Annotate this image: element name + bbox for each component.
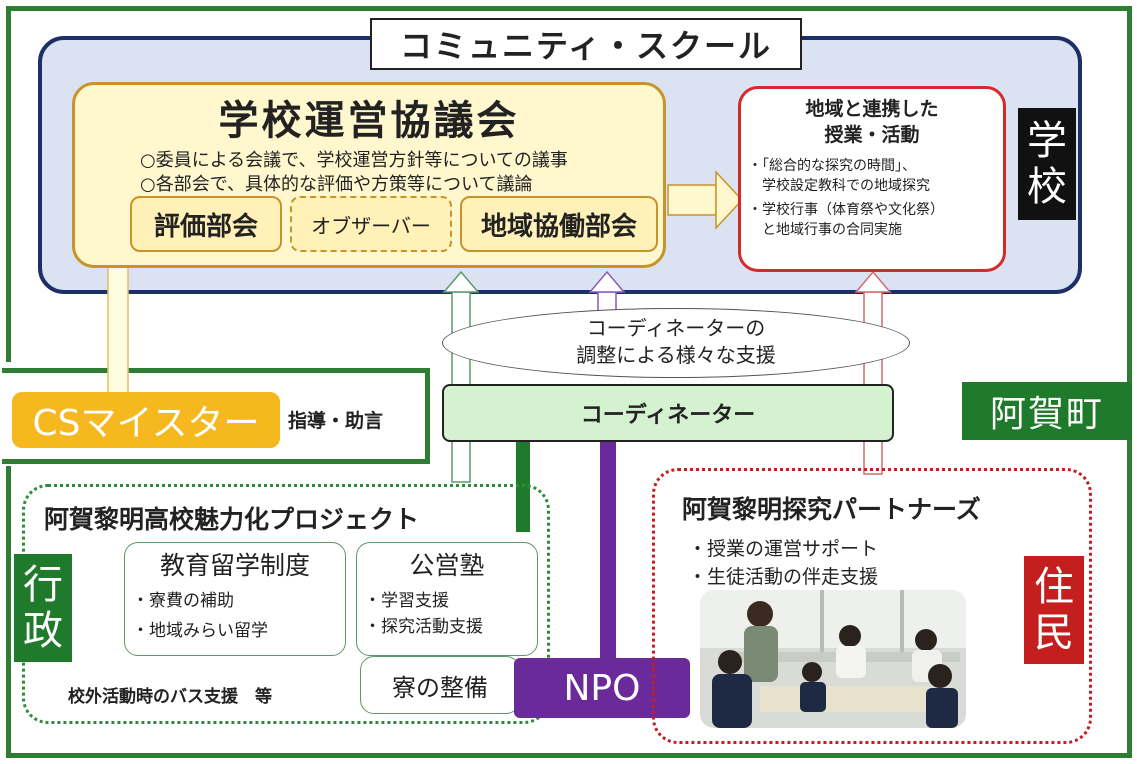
activities-line: ・学校行事（体育祭や文化祭） — [748, 202, 944, 218]
administration-label-char: 政 — [23, 608, 63, 654]
council-description-line: ○各部会で、具体的な評価や方策等について議論 — [140, 174, 533, 195]
community-collaboration-subcommittee: 地域協働部会 — [460, 196, 658, 252]
observer-box: オブザーバー — [290, 196, 452, 252]
support-line: コーディネーターの — [586, 316, 766, 340]
coordinator-support-ellipse: コーディネーターの 調整による様々な支援 — [442, 308, 910, 378]
partners-line: ・授業の運営サポート — [688, 538, 879, 560]
study-abroad-line: ・地域みらい留学 — [132, 621, 268, 641]
school-council-title: 学校運営協議会 — [218, 98, 520, 144]
cram-school-line: ・学習支援 — [364, 591, 449, 611]
study-abroad-box — [124, 542, 346, 656]
residents-label: 住 民 — [1024, 556, 1084, 664]
dormitory-box: 寮の整備 — [360, 656, 520, 714]
evaluation-subcommittee: 評価部会 — [130, 196, 282, 252]
cram-school-title: 公営塾 — [409, 551, 485, 580]
npo-box: NPO — [514, 658, 690, 718]
council-to-activities-arrow — [667, 170, 744, 230]
administration-label-char: 行 — [23, 562, 63, 608]
cram-school-line: ・探究活動支援 — [364, 617, 483, 637]
school-label-char: 校 — [1027, 164, 1067, 210]
residents-label-char: 民 — [1034, 610, 1074, 656]
cram-school-box — [356, 542, 538, 656]
inquiry-partners-box — [652, 468, 1092, 744]
residents-to-activities-arrow — [854, 270, 892, 475]
activities-line: と地域行事の合同実施 — [748, 222, 902, 238]
activities-line: ・「総合的な探究の時間」、 — [748, 158, 916, 174]
guidance-label: 指導・助言 — [288, 410, 384, 432]
activities-title-line: 地域と連携した — [805, 98, 939, 120]
study-abroad-line: ・寮費の補助 — [132, 591, 234, 611]
bus-support-note: 校外活動時のバス支援 等 — [68, 687, 272, 707]
administration-label: 行 政 — [14, 554, 72, 662]
school-label: 学 校 — [1018, 108, 1076, 220]
community-activities-box — [738, 86, 1006, 272]
school-label-char: 学 — [1027, 118, 1067, 164]
npo-coordinator-link — [600, 442, 616, 660]
activities-line: 学校設定教科での地域探究 — [748, 178, 930, 194]
study-abroad-title: 教育留学制度 — [159, 551, 310, 580]
activities-title: 地域と連携した 授業・活動 — [738, 96, 1006, 148]
students-photo — [700, 590, 966, 728]
council-description-line: ○委員による会議で、学校運営方針等についての議事 — [140, 150, 568, 171]
support-line: 調整による様々な支援 — [576, 343, 776, 367]
partners-line: ・生徒活動の伴走支援 — [688, 566, 879, 588]
admin-to-council-arrow — [442, 270, 480, 483]
aga-town-label: 阿賀町 — [962, 382, 1132, 440]
coordinator-box: コーディネーター — [442, 384, 894, 442]
project-title: 阿賀黎明高校魅力化プロジェクト — [44, 505, 420, 534]
activities-title-line: 授業・活動 — [824, 124, 920, 146]
residents-label-char: 住 — [1034, 564, 1074, 610]
community-school-title: コミュニティ・スクール — [370, 18, 802, 70]
npo-to-council-arrow — [588, 270, 626, 313]
partners-title: 阿賀黎明探究パートナーズ — [682, 495, 981, 524]
cs-meister-box: CSマイスター — [12, 392, 280, 448]
